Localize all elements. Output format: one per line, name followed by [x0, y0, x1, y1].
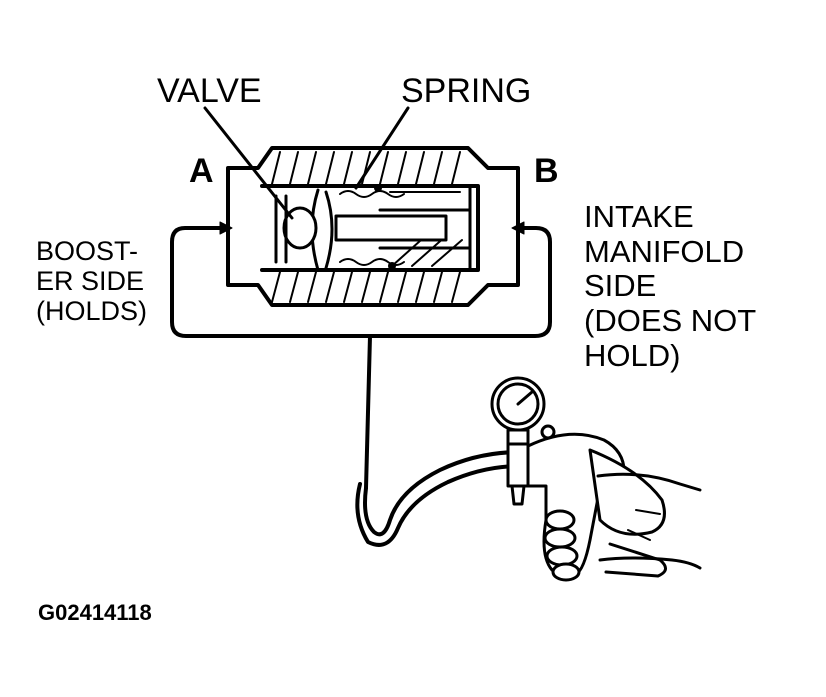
arrow-to-port-b — [511, 221, 525, 235]
intake-side-line-1: INTAKE — [584, 199, 694, 234]
valve-spring — [339, 184, 405, 270]
valve-leader-line — [203, 106, 294, 220]
figure-id: G02414118 — [38, 600, 152, 625]
booster-side-line-1: BOOST- — [36, 236, 139, 266]
port-b-label: B — [534, 152, 559, 190]
vacuum-hose — [170, 226, 552, 547]
port-a-label: A — [189, 152, 214, 190]
valve-label: VALVE — [157, 72, 262, 110]
booster-side-label: BOOST- ER SIDE (HOLDS) — [36, 236, 147, 327]
vacuum-pump — [490, 376, 702, 582]
valve-disc — [274, 188, 448, 272]
housing-hatching — [271, 151, 461, 303]
booster-side-line-2: ER SIDE — [36, 266, 145, 297]
intake-side-line-2: MANIFOLD — [584, 233, 745, 269]
booster-side-line-3: (HOLDS) — [36, 296, 148, 327]
arrow-to-port-a — [219, 221, 233, 235]
intake-side-line-5: HOLD) — [584, 337, 681, 373]
intake-side-line-3: SIDE — [584, 268, 657, 304]
spring-label: SPRING — [401, 72, 532, 110]
spring-leader-line — [354, 106, 410, 190]
intake-manifold-side-label: INTAKE MANIFOLD SIDE (DOES NOT HOLD) — [584, 199, 757, 374]
intake-side-line-4: (DOES NOT — [584, 303, 757, 339]
